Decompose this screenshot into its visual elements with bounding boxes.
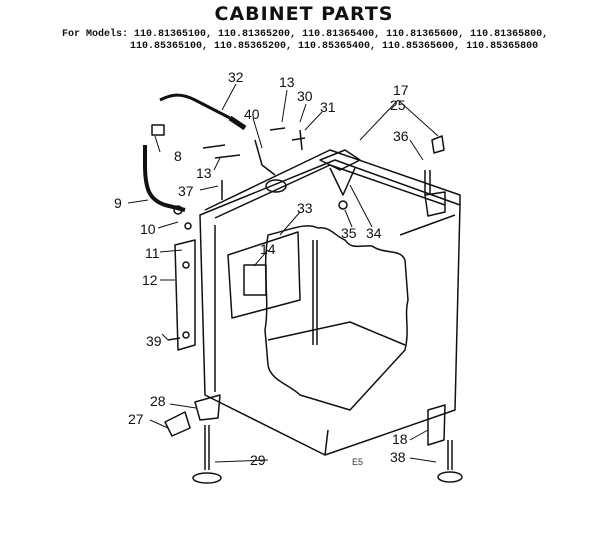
control-panel-bracket [227, 231, 301, 319]
hose-32 [159, 93, 231, 120]
clip-27 [164, 411, 191, 437]
callout-34: 34 [366, 225, 382, 241]
hose-9 [143, 145, 186, 212]
callout-32: 32 [228, 69, 244, 85]
cabinet-floor-line [267, 321, 406, 346]
model-number: 110.85365800 [466, 41, 539, 52]
screw [182, 261, 190, 269]
callout-39: 39 [146, 333, 162, 349]
cabinet-top-rim [204, 149, 461, 211]
diagram-stamp: E5 [352, 457, 363, 467]
model-number: 110.85365100, [130, 41, 209, 52]
bracket-12 [174, 239, 196, 351]
callout-35: 35 [341, 225, 357, 241]
screw-36 [424, 170, 431, 195]
model-number: 110.81365100, [134, 29, 213, 40]
callout-40: 40 [244, 106, 260, 122]
callout-30: 30 [297, 88, 313, 104]
callout-28: 28 [150, 393, 166, 409]
callout-17: 17 [393, 82, 409, 98]
cabinet-rear-post [312, 240, 318, 345]
fasteners-13-30-31 [269, 127, 306, 151]
models-row-1: For Models: 110.81365100, 110.81365200, 11… [62, 29, 554, 41]
screw [182, 331, 190, 339]
models-list: For Models: 110.81365100,110.81365200,11… [62, 29, 554, 53]
callout-25: 25 [390, 97, 406, 113]
callout-8: 8 [174, 148, 182, 164]
bracket-25 [424, 191, 446, 217]
clamp-10 [173, 205, 183, 215]
timer-switch-14 [243, 264, 267, 296]
callout-29: 29 [250, 452, 266, 468]
leveling-leg-29 [204, 425, 210, 470]
model-number: 110.85365400, [298, 41, 377, 52]
callout-9: 9 [114, 195, 122, 211]
screws-13 [202, 144, 241, 159]
cutaway-opening [264, 225, 409, 411]
callout-12: 12 [142, 272, 158, 288]
part-40-body [265, 179, 287, 193]
models-label: For Models: [62, 29, 129, 40]
callout-11: 11 [145, 245, 160, 261]
leveling-leg-38 [447, 440, 453, 470]
screw-39 [167, 337, 181, 341]
callout-37: 37 [178, 183, 194, 199]
model-number: 110.81365200, [218, 29, 297, 40]
callout-38: 38 [390, 449, 406, 465]
model-number: 110.81365600, [386, 29, 465, 40]
callout-27: 27 [128, 411, 144, 427]
leg-bracket-28 [194, 394, 221, 421]
callout-31: 31 [320, 99, 336, 115]
cabinet-outline [199, 159, 461, 456]
leg-foot-38 [437, 471, 463, 483]
bumper-35 [338, 200, 348, 210]
callout-10: 10 [140, 221, 156, 237]
model-number: 110.85365200, [214, 41, 293, 52]
top-brace [319, 149, 361, 196]
callout-13b: 13 [196, 165, 212, 181]
clamp-8 [151, 124, 165, 136]
leg-foot-29 [192, 472, 222, 484]
clip-17 [431, 135, 445, 154]
callout-18: 18 [392, 431, 408, 447]
callout-14: 14 [260, 241, 276, 257]
diagram-title: CABINET PARTS [214, 3, 394, 25]
model-number: 110.81365800, [470, 29, 549, 40]
hose-fitting [228, 115, 247, 131]
models-row-2: 110.85365100, 110.85365200, 110.85365400, 1… [62, 41, 554, 53]
model-number: 110.85365600, [382, 41, 461, 52]
model-number: 110.81365400, [302, 29, 381, 40]
cabinet-edge [324, 429, 329, 456]
cabinet-side-flap [399, 214, 456, 236]
cabinet-inner-rim [214, 164, 446, 219]
screw-11 [184, 222, 192, 230]
callout-33: 33 [297, 200, 313, 216]
callout-36: 36 [393, 128, 409, 144]
bracket-40 [254, 139, 276, 176]
callout-13: 13 [279, 74, 295, 90]
leg-bracket-18 [427, 404, 446, 446]
